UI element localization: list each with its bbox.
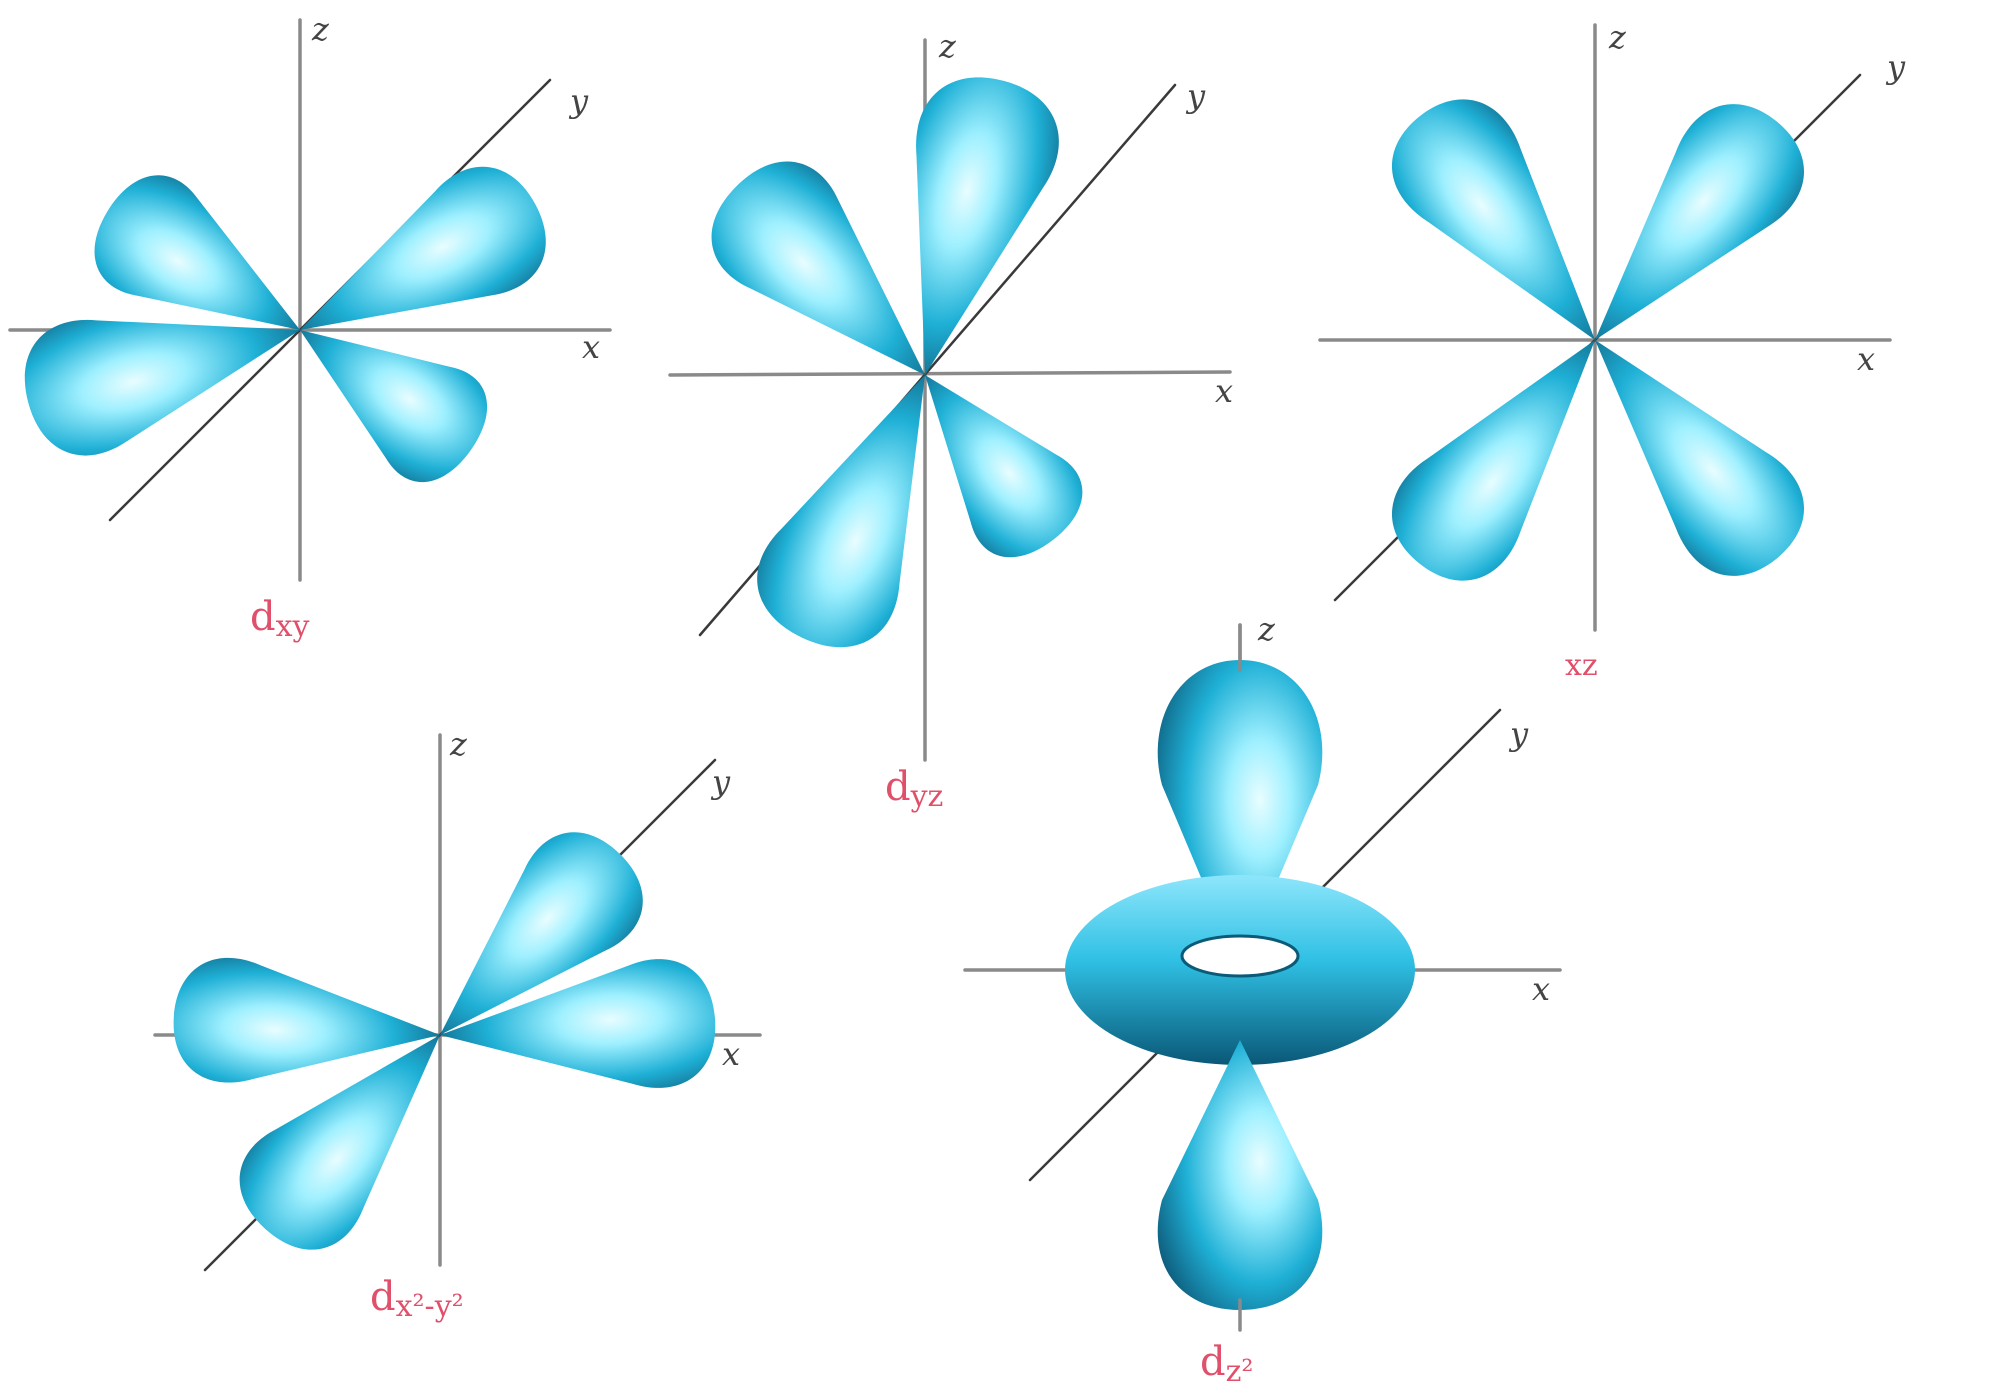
z-axis-label: z xyxy=(938,27,957,65)
torus xyxy=(1065,875,1415,1065)
z-axis-label: z xyxy=(449,725,468,763)
z-axis-label: z xyxy=(1257,610,1276,648)
orbital-label-dyz: dyz xyxy=(885,764,943,814)
orbital-label-dz2: dz² xyxy=(1200,1339,1253,1389)
orbital-label-dxy: dxy xyxy=(250,594,310,644)
x-axis-label: x xyxy=(582,328,600,366)
lobe xyxy=(1369,300,1646,604)
orbital-panel-dz2: z x y dz² xyxy=(963,610,1562,1389)
y-axis-label: y xyxy=(568,82,589,120)
lobe xyxy=(1545,298,1828,600)
orbital-label-dx2-y2: dx²-y² xyxy=(370,1274,464,1324)
x-axis-label: x xyxy=(1215,372,1233,410)
orbital-label-dxz: xz xyxy=(1565,648,1598,683)
orbital-panel-dyz: z x y dyz xyxy=(668,27,1233,814)
lobe xyxy=(1369,76,1646,380)
z-axis-label: z xyxy=(311,10,330,48)
y-axis-label: y xyxy=(1185,77,1206,115)
orbital-panel-dxz: z x y xz xyxy=(1318,18,1906,683)
x-axis xyxy=(668,370,1232,377)
lobe-lower xyxy=(1157,1040,1323,1310)
y-axis-label: y xyxy=(710,763,731,801)
orbital-panel-dx2-y2: z x y dx²-y² xyxy=(153,725,762,1324)
y-axis-label: y xyxy=(1885,48,1906,86)
z-axis-label: z xyxy=(1608,18,1627,56)
lobe-upper xyxy=(1157,660,1323,970)
y-axis-label: y xyxy=(1508,715,1529,753)
x-axis-label: x xyxy=(722,1035,740,1073)
orbital-panel-dxy: z x y dxy xyxy=(8,10,612,644)
lobe xyxy=(1545,80,1828,382)
x-axis-label: x xyxy=(1532,970,1550,1008)
x-axis-label: x xyxy=(1857,340,1875,378)
